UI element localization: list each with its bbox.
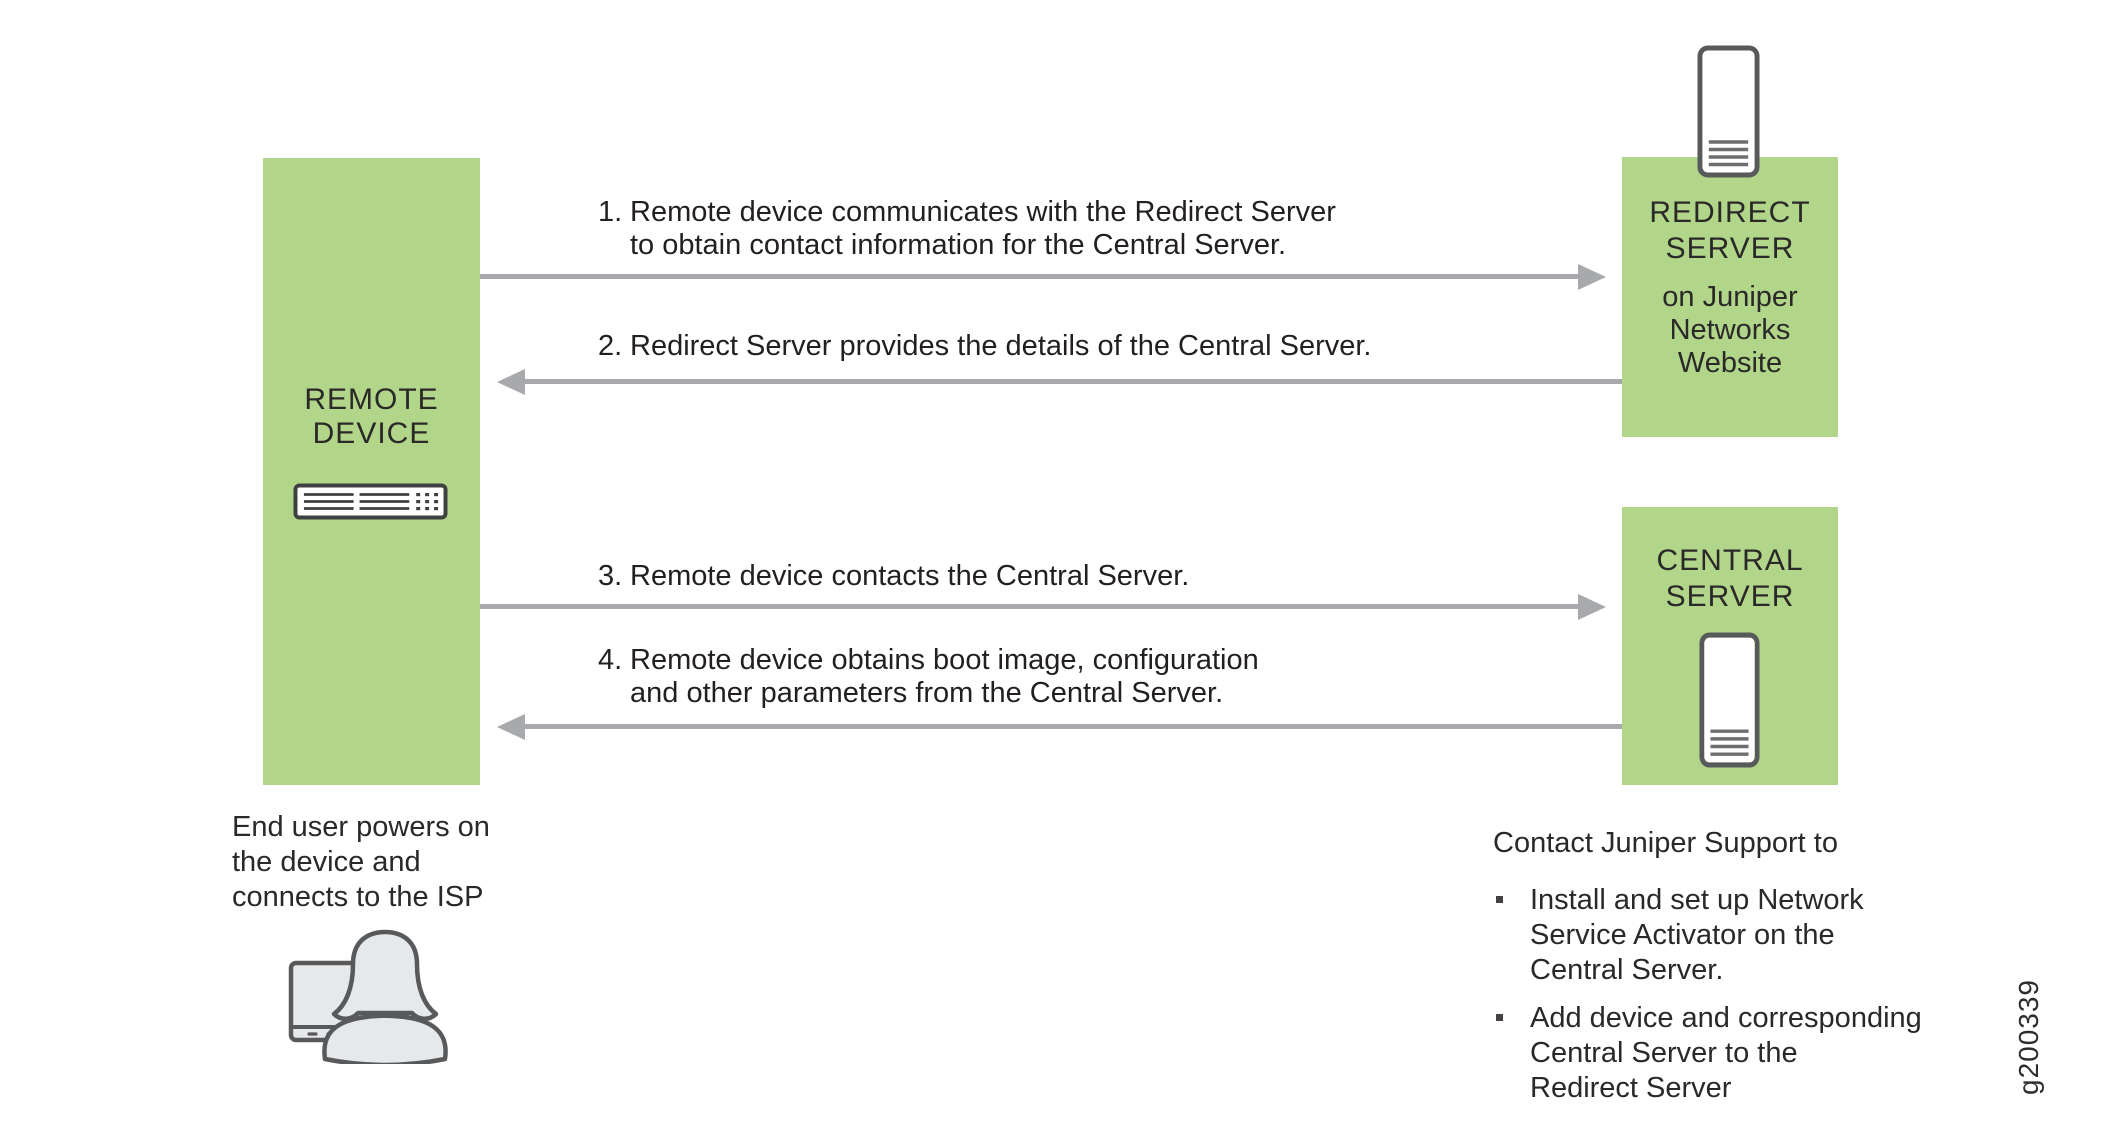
figure-id-label: g200339 xyxy=(2013,978,2044,1095)
step-1: 1. Remote device communicates with the R… xyxy=(598,196,1336,262)
arrow-step3-right xyxy=(480,593,1606,620)
tower-server-icon xyxy=(1697,45,1760,178)
step-2-text: Redirect Server provides the details of … xyxy=(630,330,1372,362)
arrowhead-right-icon xyxy=(1578,263,1606,290)
step-3: 3. Remote device contacts the Central Se… xyxy=(598,560,1189,593)
arrow-step4-left xyxy=(497,713,1622,740)
support-note-heading: Contact Juniper Support to xyxy=(1493,827,1838,859)
arrow-step2-left xyxy=(497,368,1622,395)
end-user-caption: End user powers on the device and connec… xyxy=(232,811,490,913)
step-1-number: 1. xyxy=(598,196,623,228)
arrowhead-right-icon xyxy=(1578,593,1606,620)
redirect-server-box: REDIRECT SERVER on Juniper Networks Webs… xyxy=(1622,157,1838,437)
redirect-server-subtitle: on Juniper Networks Website xyxy=(1662,281,1798,379)
bullet-icon xyxy=(1496,1014,1503,1021)
arrow-step1-right xyxy=(480,263,1606,290)
tower-server-icon xyxy=(1699,632,1760,768)
arrowhead-left-icon xyxy=(497,368,525,395)
step-4: 4. Remote device obtains boot image, con… xyxy=(598,644,1259,710)
step-2-number: 2. xyxy=(598,330,623,362)
redirect-server-label: REDIRECT SERVER xyxy=(1649,196,1811,265)
step-3-text: Remote device contacts the Central Serve… xyxy=(630,560,1190,592)
support-bullet-1-text: Install and set up Network Service Activ… xyxy=(1530,884,1864,986)
support-note: Contact Juniper Support to Install and s… xyxy=(1493,826,1983,1106)
central-server-label: CENTRAL SERVER xyxy=(1656,544,1804,613)
step-4-number: 4. xyxy=(598,644,623,676)
arrowhead-left-icon xyxy=(497,713,525,740)
support-bullet-1: Install and set up Network Service Activ… xyxy=(1493,883,1983,988)
person-at-computer-icon xyxy=(288,929,448,1064)
step-2: 2. Redirect Server provides the details … xyxy=(598,330,1371,363)
step-3-number: 3. xyxy=(598,560,623,592)
step-1-text: Remote device communicates with the Redi… xyxy=(630,196,1336,261)
rack-switch-icon xyxy=(293,483,448,520)
step-4-text: Remote device obtains boot image, config… xyxy=(630,644,1259,709)
support-bullet-2: Add device and corresponding Central Ser… xyxy=(1493,1001,1983,1106)
bullet-icon xyxy=(1496,896,1503,903)
remote-device-box: REMOTE DEVICE xyxy=(263,158,480,785)
remote-device-label: REMOTE DEVICE xyxy=(304,383,439,450)
support-bullet-2-text: Add device and corresponding Central Ser… xyxy=(1530,1002,1922,1104)
